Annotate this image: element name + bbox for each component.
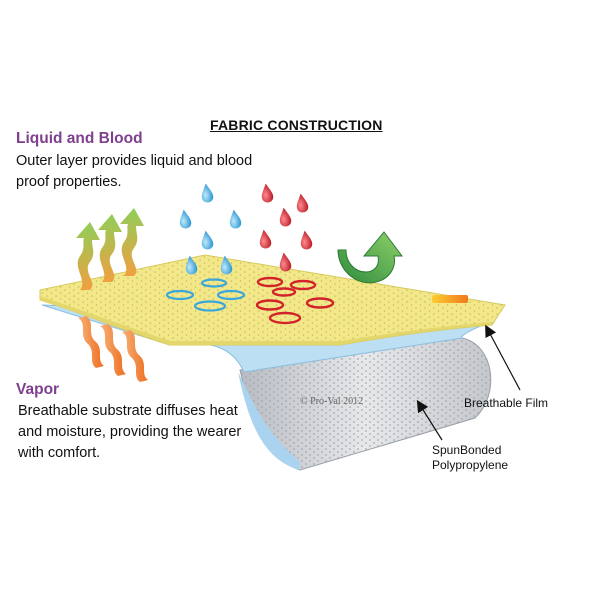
watermark: © Pro-Val 2012 <box>300 396 363 407</box>
vapor-arrows-up <box>76 208 144 290</box>
liquid-heading: Liquid and Blood <box>16 130 143 147</box>
blood-drop-icon <box>278 206 292 228</box>
vapor-arrow-icon <box>120 208 144 276</box>
vapor-arrow-icon <box>76 222 100 290</box>
blood-puddles <box>255 276 335 325</box>
edge-marker <box>432 295 468 303</box>
vapor-description: Breathable substrate diffuses heat and m… <box>18 403 242 461</box>
blood-drop-icon <box>295 192 309 214</box>
liquid-description: Outer layer provides liquid and blood pr… <box>16 153 253 190</box>
water-drop-icon <box>178 208 192 230</box>
diagram-title: FABRIC CONSTRUCTION <box>210 117 383 133</box>
water-drop-icon <box>200 229 214 251</box>
spunbonded-label: SpunBonded Polypropylene <box>432 443 509 472</box>
pointer-arrow-icon <box>416 399 443 441</box>
pointer-arrow-icon <box>485 324 521 391</box>
water-drop-icon <box>228 208 242 230</box>
green-curved-arrow-icon <box>337 231 403 284</box>
vapor-heading: Vapor <box>16 381 60 398</box>
blood-drop-icon <box>299 229 313 251</box>
spunbonded-layer <box>239 337 492 471</box>
vapor-waves <box>78 316 148 382</box>
blood-drop-icon <box>258 228 272 250</box>
vapor-arrow-icon <box>98 214 122 282</box>
blood-drops <box>258 182 313 273</box>
breathable-film-label: Breathable Film <box>464 396 549 410</box>
water-puddles <box>165 278 246 312</box>
